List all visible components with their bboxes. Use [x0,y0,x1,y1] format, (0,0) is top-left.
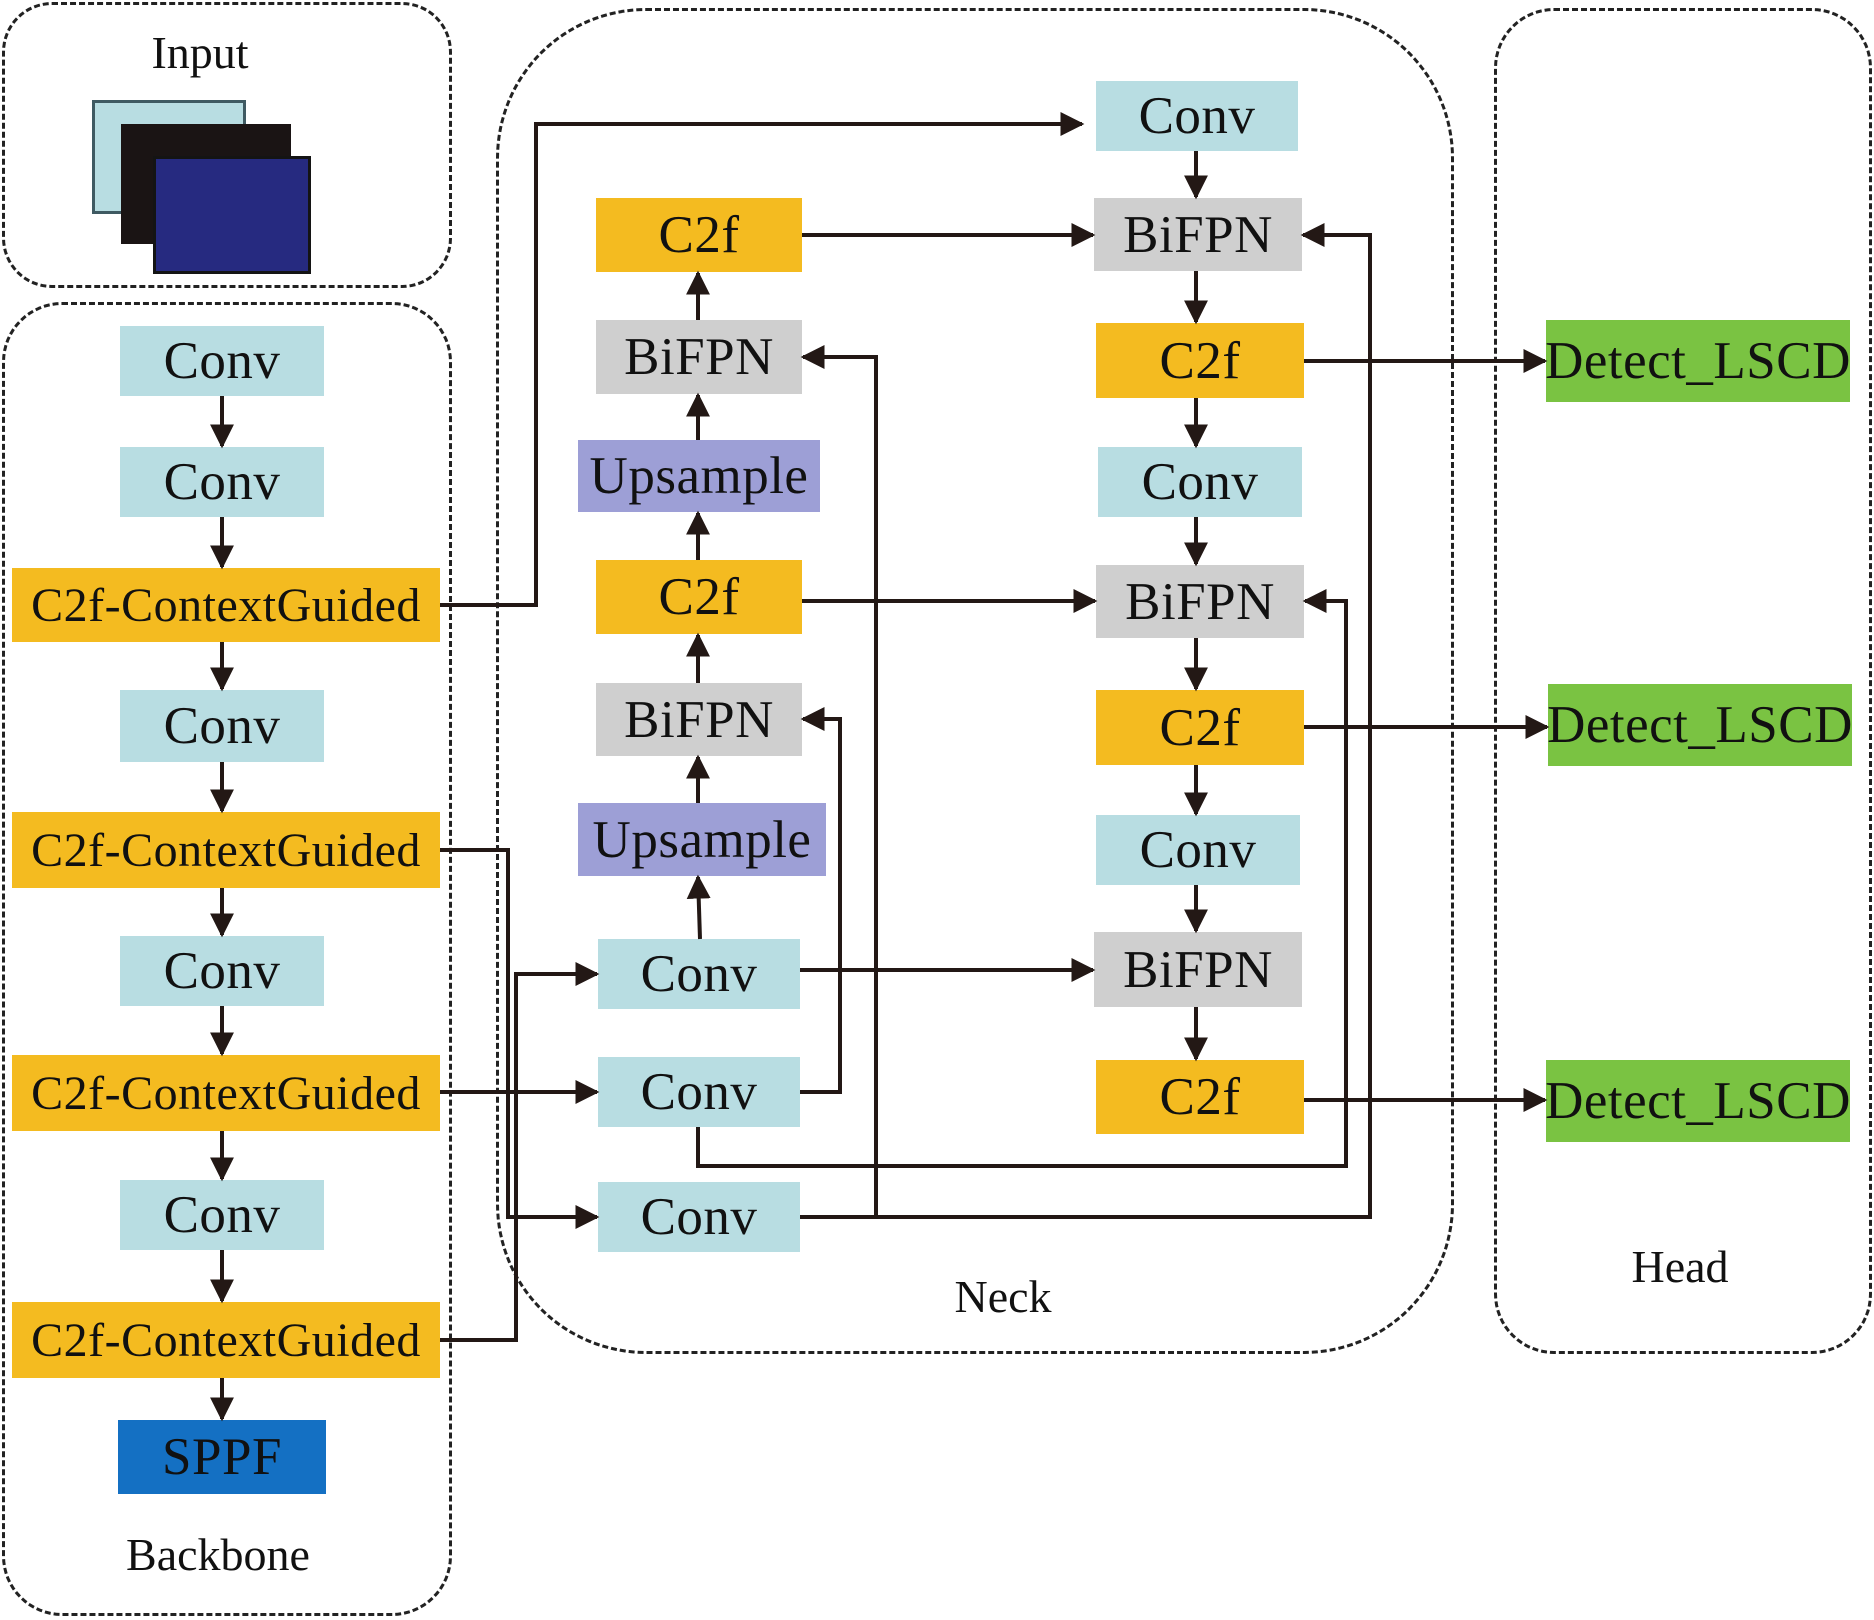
neck-bifpn-right-2: BiFPN [1096,565,1304,638]
neck-conv-a: Conv [598,939,800,1009]
arrow-ctx4-to-conv-a [440,962,600,1342]
arrow-conv-b-to-bifpn-mid [800,707,842,1094]
neck-conv-c: Conv [598,1182,800,1252]
arrow-ctx1-to-conv-top [440,112,1085,607]
arrow-conv-b-to-bifpn-right-2 [696,589,1348,1168]
head-detect-lscd-3: Detect_LSCD [1545,1060,1850,1142]
arrow-nl-6 [686,874,711,940]
backbone-region [2,302,452,1616]
head-detect-lscd-2: Detect_LSCD [1547,684,1852,766]
neck-c2f-right-1: C2f [1096,323,1304,398]
neck-upsample-1: Upsample [578,440,820,512]
arrow-ctx2-to-conv-c [440,848,600,1229]
input-region [2,2,452,288]
arrow-conv-c-to-bifpn-right-1 [876,223,1372,1219]
arrow-conv-c-to-bifpn-top [800,345,878,1219]
backbone-conv-4: Conv [120,936,324,1006]
backbone-c2f-contextguided-3: C2f-ContextGuided [12,1055,440,1131]
backbone-conv-5: Conv [120,1180,324,1250]
neck-bifpn-mid: BiFPN [596,683,802,756]
neck-conv-b: Conv [598,1057,800,1127]
neck-upsample-2: Upsample [578,803,826,876]
backbone-c2f-contextguided-4: C2f-ContextGuided [12,1302,440,1378]
neck-c2f-top: C2f [596,198,802,272]
input-image-layer-3 [153,156,311,274]
neck-bifpn-right-1: BiFPN [1094,198,1302,271]
head-detect-lscd-1: Detect_LSCD [1545,320,1850,402]
neck-bifpn-top: BiFPN [596,320,802,394]
backbone-c2f-contextguided-2: C2f-ContextGuided [12,812,440,888]
backbone-c2f-contextguided-1: C2f-ContextGuided [12,568,440,642]
head-label: Head [1631,1241,1729,1292]
neck-region [496,8,1454,1354]
backbone-conv-2: Conv [120,447,324,517]
backbone-sppf: SPPF [118,1420,326,1494]
neck-c2f-mid: C2f [596,560,802,634]
neck-c2f-right-3: C2f [1096,1060,1304,1134]
input-label: Input [151,27,249,78]
backbone-conv-1: Conv [120,326,324,396]
neck-conv-right-3: Conv [1096,815,1300,885]
neck-conv-right-1: Conv [1096,81,1298,151]
backbone-conv-3: Conv [120,690,324,762]
neck-c2f-right-2: C2f [1096,690,1304,765]
neck-label: Neck [954,1271,1052,1322]
backbone-label: Backbone [126,1529,310,1580]
neck-bifpn-right-3: BiFPN [1094,932,1302,1007]
head-region [1494,8,1872,1354]
neck-conv-right-2: Conv [1098,447,1302,517]
